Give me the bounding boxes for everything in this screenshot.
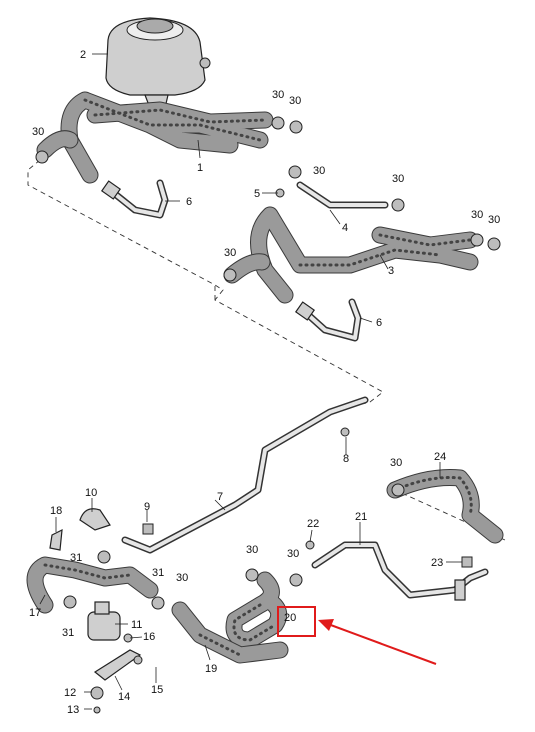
callout-13: 13 [67,704,79,716]
callout-5: 5 [254,188,260,200]
callout-15: 15 [151,684,163,696]
highlight-box [277,606,316,637]
coolant-hose-24 [386,469,504,544]
callout-24: 24 [434,451,446,463]
callout-10: 10 [85,487,97,499]
coolant-hose-1 [36,91,274,184]
callout-30-b: 30 [272,89,284,101]
bracket-14 [93,649,142,681]
connector-10 [79,508,111,531]
callout-19: 19 [205,663,217,675]
highlight-arrow-icon [318,619,334,631]
callout-18: 18 [50,505,62,517]
callout-7: 7 [217,491,223,503]
callout-20[interactable]: 20 [284,612,296,624]
callout-1: 1 [197,162,203,174]
callout-30-j: 30 [246,544,258,556]
callout-30-k: 30 [287,548,299,560]
callout-30-h: 30 [224,247,236,259]
callout-6-upper: 6 [186,196,192,208]
coolant-pipe-7 [121,396,369,554]
callout-31-c: 31 [62,627,74,639]
callout-31-a: 31 [70,552,82,564]
highlight-arrow-shaft [327,623,437,665]
callout-30-a: 30 [32,126,44,138]
callout-6-lower: 6 [376,317,382,329]
callout-9: 9 [144,501,150,513]
coolant-hose-19 [171,601,289,664]
callout-30-e: 30 [392,173,404,185]
callout-16: 16 [143,631,155,643]
highlight-annotation [277,606,437,665]
callout-30-i: 30 [390,457,402,469]
coolant-pump [87,601,121,641]
leader-lines [39,53,462,710]
callout-30-g: 30 [488,214,500,226]
callout-3: 3 [388,265,394,277]
coolant-hose-17 [26,556,159,614]
coolant-pipe-6-upper [100,179,169,219]
callout-8: 8 [343,453,349,465]
callout-31-b: 31 [152,567,164,579]
callout-4: 4 [342,222,348,234]
callout-30-c: 30 [289,95,301,107]
callout-30-d: 30 [313,165,325,177]
hose-clips [35,116,501,714]
callout-23: 23 [431,557,443,569]
callout-12: 12 [64,687,76,699]
callout-21: 21 [355,511,367,523]
coolant-pipe-4 [275,181,389,209]
coolant-pipe-6-lower [294,298,362,342]
callout-30-f: 30 [471,209,483,221]
callout-22: 22 [307,518,319,530]
expansion-tank [105,17,211,109]
coolant-pipe-21 [311,541,489,601]
callout-14: 14 [118,691,130,703]
callout-30-l: 30 [176,572,188,584]
callout-11: 11 [131,619,142,631]
callout-17: 17 [29,607,41,619]
coolant-hose-3 [223,206,479,304]
coolant-hose-20[interactable] [225,571,288,649]
callout-2: 2 [80,49,86,61]
callout-labels: 2 1 6 30 30 30 30 5 30 4 30 30 30 3 6 8 … [29,49,500,716]
